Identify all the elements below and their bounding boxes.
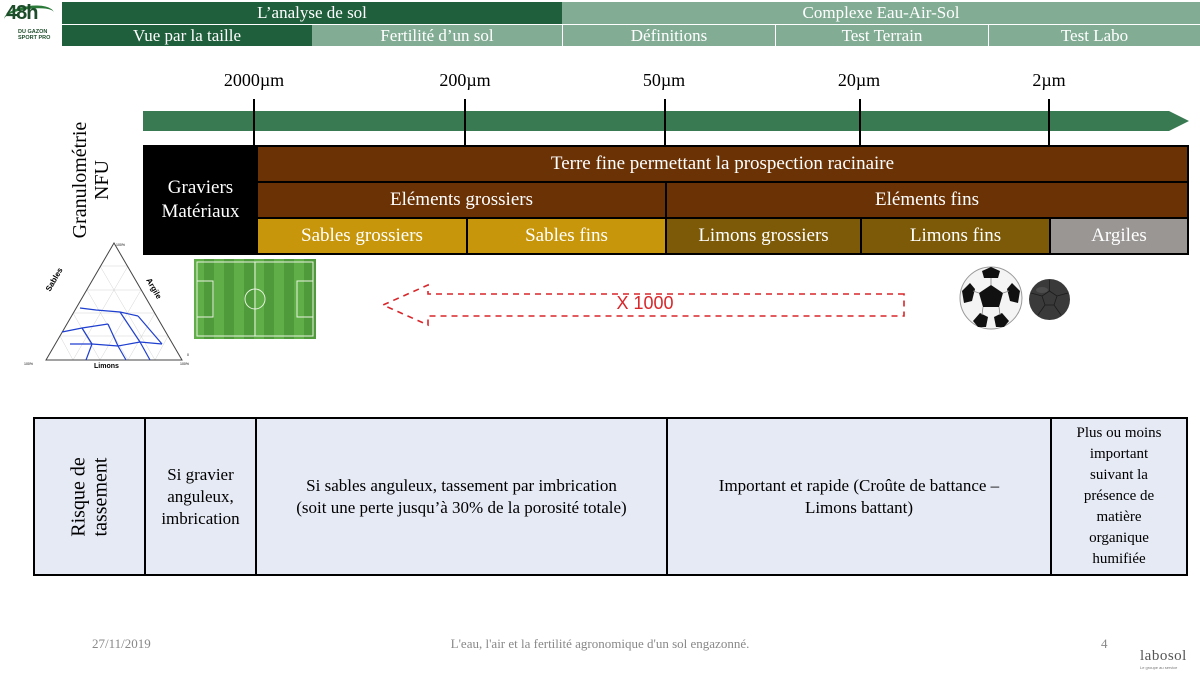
triangle-label-argile: Argile bbox=[144, 277, 163, 302]
tick-mark-50um bbox=[664, 99, 666, 147]
size-scale-arrow bbox=[143, 111, 1189, 131]
tab-test-terrain[interactable]: Test Terrain bbox=[775, 25, 988, 46]
risk-row-header: Risque de tassement bbox=[35, 419, 144, 574]
tick-mark-200um bbox=[464, 99, 466, 147]
cell-sables-grossiers: Sables grossiers bbox=[258, 219, 466, 253]
cell-sables-fins: Sables fins bbox=[468, 219, 665, 253]
nav-section-analyse-sol[interactable]: L’analyse de sol bbox=[62, 2, 562, 24]
cell-argiles: Argiles bbox=[1051, 219, 1187, 253]
tab-fertilite[interactable]: Fertilité d’un sol bbox=[312, 25, 562, 46]
labosol-logo-word: labosol bbox=[1140, 648, 1187, 664]
dark-ball-image bbox=[1029, 279, 1070, 320]
tab-test-labo[interactable]: Test Labo bbox=[988, 25, 1200, 46]
logo-number: 48h bbox=[6, 2, 38, 24]
tick-label-2um: 2µm bbox=[1032, 70, 1066, 90]
football-pitch-image bbox=[194, 259, 316, 339]
cell-elements-fins: Eléments fins bbox=[667, 183, 1187, 217]
triangle-label-limons: Limons bbox=[94, 363, 119, 370]
triangle-pct-left: 100% bbox=[24, 362, 33, 366]
tick-mark-20um bbox=[859, 99, 861, 147]
nav-section-complexe[interactable]: Complexe Eau-Air-Sol bbox=[562, 2, 1200, 24]
soccer-ball-image bbox=[959, 266, 1023, 330]
logo-subtitle: DU GAZON SPORT PRO bbox=[18, 29, 51, 41]
labosol-logo: labosol Le groupe au service bbox=[1140, 648, 1198, 674]
texture-triangle-diagram: Sables Argile Limons 100% 100% 100% 0 bbox=[24, 242, 189, 370]
cell-elements-grossiers: Eléments grossiers bbox=[258, 183, 665, 217]
footer-page-number: 4 bbox=[1101, 636, 1108, 651]
risk-cell-sables: Si sables anguleux, tassement par imbric… bbox=[257, 419, 666, 574]
cell-graviers-materiaux: Graviers Matériaux bbox=[145, 147, 256, 253]
granulometry-table: Graviers Matériaux Terre fine permettant… bbox=[143, 145, 1189, 255]
ratio-dashed-arrow bbox=[381, 283, 905, 327]
tick-mark-2um bbox=[1048, 99, 1050, 147]
tick-label-50um: 50µm bbox=[642, 70, 686, 90]
compaction-risk-table: Risque de tassement Si gravier anguleux,… bbox=[33, 417, 1188, 576]
risk-cell-argiles: Plus ou moins important suivant la prése… bbox=[1052, 419, 1186, 574]
cell-limons-fins: Limons fins bbox=[862, 219, 1049, 253]
tab-definitions[interactable]: Définitions bbox=[562, 25, 775, 46]
risk-cell-graviers: Si gravier anguleux, imbrication bbox=[146, 419, 255, 574]
triangle-label-sables: Sables bbox=[44, 266, 65, 293]
logo-48h: 48h DU GAZON SPORT PRO bbox=[2, 2, 58, 42]
footer-date: 27/11/2019 bbox=[92, 636, 151, 651]
tick-label-200um: 200µm bbox=[439, 70, 491, 90]
cell-terre-fine: Terre fine permettant la prospection rac… bbox=[258, 147, 1187, 181]
triangle-pct-top: 100% bbox=[116, 243, 125, 247]
footer-title: L'eau, l'air et la fertilité agronomique… bbox=[450, 636, 750, 651]
labosol-logo-tagline: Le groupe au service bbox=[1140, 665, 1178, 670]
tab-vue-taille[interactable]: Vue par la taille bbox=[62, 25, 312, 46]
ratio-label: X 1000 bbox=[616, 293, 674, 313]
triangle-pct-zero: 0 bbox=[187, 353, 189, 357]
granulometry-row-label: Granulométrie NFU bbox=[69, 121, 113, 239]
tick-label-20um: 20µm bbox=[837, 70, 881, 90]
tick-mark-2000um bbox=[253, 99, 255, 147]
cell-limons-grossiers: Limons grossiers bbox=[667, 219, 860, 253]
tick-label-2000um: 2000µm bbox=[223, 70, 285, 90]
risk-cell-limons: Important et rapide (Croûte de battance … bbox=[668, 419, 1050, 574]
triangle-pct-right: 100% bbox=[180, 362, 189, 366]
